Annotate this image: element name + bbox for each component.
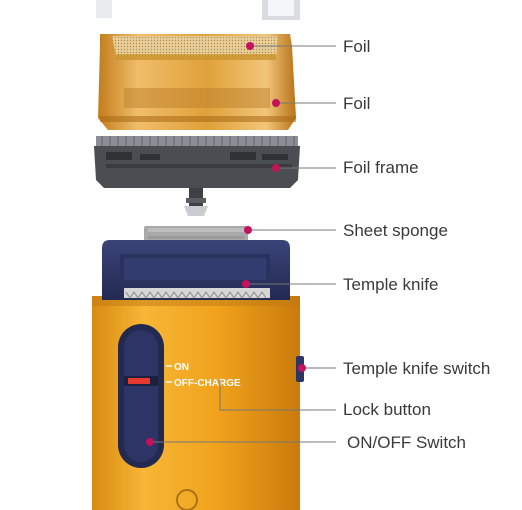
shaver-body — [92, 240, 304, 510]
callout-dots — [146, 42, 306, 446]
callout-dot-foil-frame — [272, 164, 280, 172]
callout-dot-temple-knife — [242, 280, 250, 288]
foil-frame-part — [94, 136, 300, 216]
label-lock-button: Lock button — [343, 400, 431, 419]
callout-dot-temple-knife-switch — [298, 364, 306, 372]
label-sheet-sponge: Sheet sponge — [343, 221, 448, 240]
switch-on-marking: ON — [174, 362, 189, 373]
sheet-sponge-part — [144, 226, 248, 242]
switch-off-charge-marking: OFF-CHARGE — [174, 378, 241, 389]
label-foil-frame: Foil frame — [343, 158, 419, 177]
label-onoff-switch: ON/OFF Switch — [347, 433, 467, 452]
leader-lines — [150, 45, 336, 443]
callout-dot-onoff-switch — [146, 438, 154, 446]
callout-dot-sheet-sponge — [244, 226, 252, 234]
foil-part — [98, 34, 296, 130]
label-temple-knife-switch: Temple knife switch — [343, 359, 491, 378]
switch-markings: ON OFF-CHARGE — [166, 362, 241, 389]
label-foil-top: Foil — [343, 37, 371, 56]
callout-dot-foil-top — [246, 42, 254, 50]
top-cap — [96, 0, 300, 20]
label-temple-knife: Temple knife — [343, 275, 439, 294]
label-foil-body: Foil — [343, 94, 371, 113]
callout-dot-foil-body — [272, 99, 280, 107]
